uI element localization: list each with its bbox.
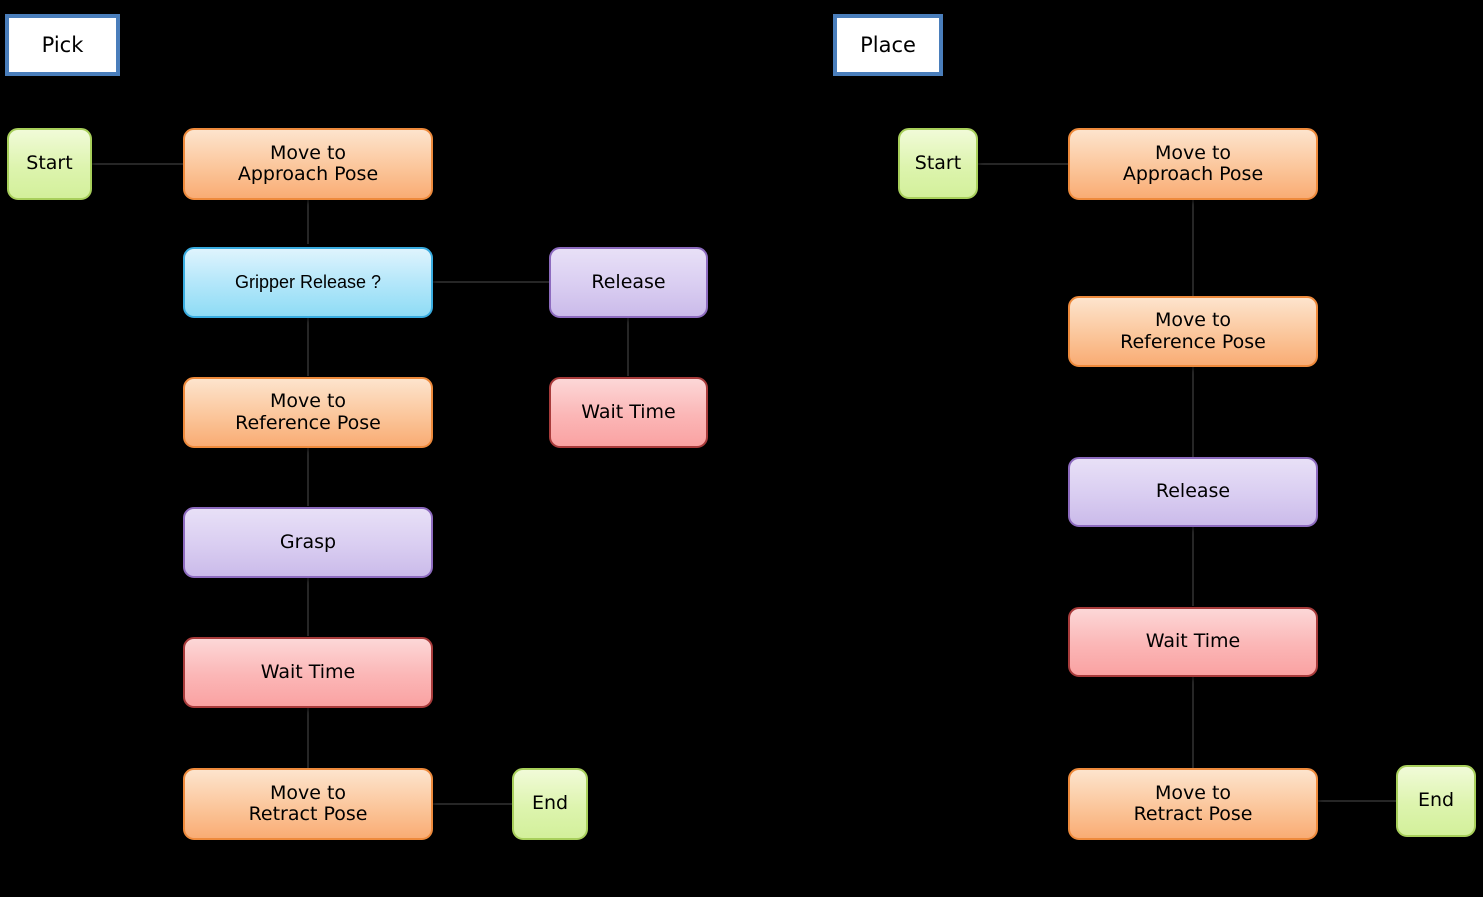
section-header-place: Place	[833, 14, 943, 76]
node-place-wait-time[interactable]: Wait Time	[1068, 607, 1318, 677]
node-place-move-retract-pose[interactable]: Move to Retract Pose	[1068, 768, 1318, 840]
node-place-move-approach-pose[interactable]: Move to Approach Pose	[1068, 128, 1318, 200]
node-pick-end[interactable]: End	[512, 768, 588, 840]
node-pick-wait-time-1-label: Wait Time	[581, 400, 676, 423]
node-pick-move-reference-pose-label: Move to Reference Pose	[235, 390, 381, 434]
node-pick-grasp-label: Grasp	[279, 530, 337, 553]
node-pick-move-retract-pose[interactable]: Move to Retract Pose	[183, 768, 433, 840]
node-pick-move-approach-pose-label: Move to Approach Pose	[237, 141, 379, 185]
section-header-pick-label: Pick	[41, 33, 84, 57]
node-pick-wait-time-2[interactable]: Wait Time	[183, 637, 433, 708]
node-place-move-retract-pose-label: Move to Retract Pose	[1133, 781, 1253, 825]
node-place-start-label: Start	[914, 151, 962, 174]
section-header-pick: Pick	[5, 14, 120, 76]
connector-pick-cond-to-release	[433, 281, 550, 283]
node-place-end-label: End	[1417, 789, 1455, 812]
connector-place-wait-down	[1192, 677, 1194, 768]
node-pick-wait-time-2-label: Wait Time	[260, 660, 356, 683]
connector-pick-approach-down	[307, 200, 309, 244]
node-place-move-reference-pose-label: Move to Reference Pose	[1120, 309, 1266, 353]
connector-pick-retract-to-end	[433, 803, 513, 805]
node-pick-release-label: Release	[591, 270, 666, 293]
node-pick-end-label: End	[531, 792, 569, 815]
connector-pick-start-to-approach	[92, 163, 184, 165]
node-pick-start[interactable]: Start	[7, 128, 92, 200]
connector-place-start-to-approach	[978, 163, 1070, 165]
connector-place-retract-to-end	[1318, 800, 1398, 802]
node-place-move-reference-pose[interactable]: Move to Reference Pose	[1068, 296, 1318, 367]
connector-place-approach-down	[1192, 200, 1194, 296]
connector-pick-cond-down	[307, 318, 309, 376]
node-place-release[interactable]: Release	[1068, 457, 1318, 527]
node-place-move-approach-pose-label: Move to Approach Pose	[1122, 141, 1264, 185]
connector-place-release-down	[1192, 527, 1194, 606]
node-pick-gripper-release-condition-label: Gripper Release ?	[234, 272, 382, 293]
node-pick-grasp[interactable]: Grasp	[183, 507, 433, 578]
node-pick-move-retract-pose-label: Move to Retract Pose	[248, 781, 368, 825]
node-pick-start-label: Start	[26, 152, 73, 175]
connector-pick-wait-down	[307, 708, 309, 768]
node-place-start[interactable]: Start	[898, 128, 978, 199]
node-pick-move-approach-pose[interactable]: Move to Approach Pose	[183, 128, 433, 200]
connector-pick-reference-down	[307, 448, 309, 506]
node-pick-wait-time-1[interactable]: Wait Time	[549, 377, 708, 448]
connector-place-reference-down	[1192, 367, 1194, 457]
node-pick-move-reference-pose[interactable]: Move to Reference Pose	[183, 377, 433, 448]
node-place-end[interactable]: End	[1396, 765, 1476, 837]
section-header-place-label: Place	[860, 33, 916, 57]
node-pick-gripper-release-condition[interactable]: Gripper Release ?	[183, 247, 433, 318]
connector-pick-grasp-down	[307, 578, 309, 636]
node-place-wait-time-label: Wait Time	[1145, 630, 1241, 653]
node-place-release-label: Release	[1155, 480, 1231, 503]
node-pick-release[interactable]: Release	[549, 247, 708, 318]
connector-pick-release-down	[627, 318, 629, 376]
